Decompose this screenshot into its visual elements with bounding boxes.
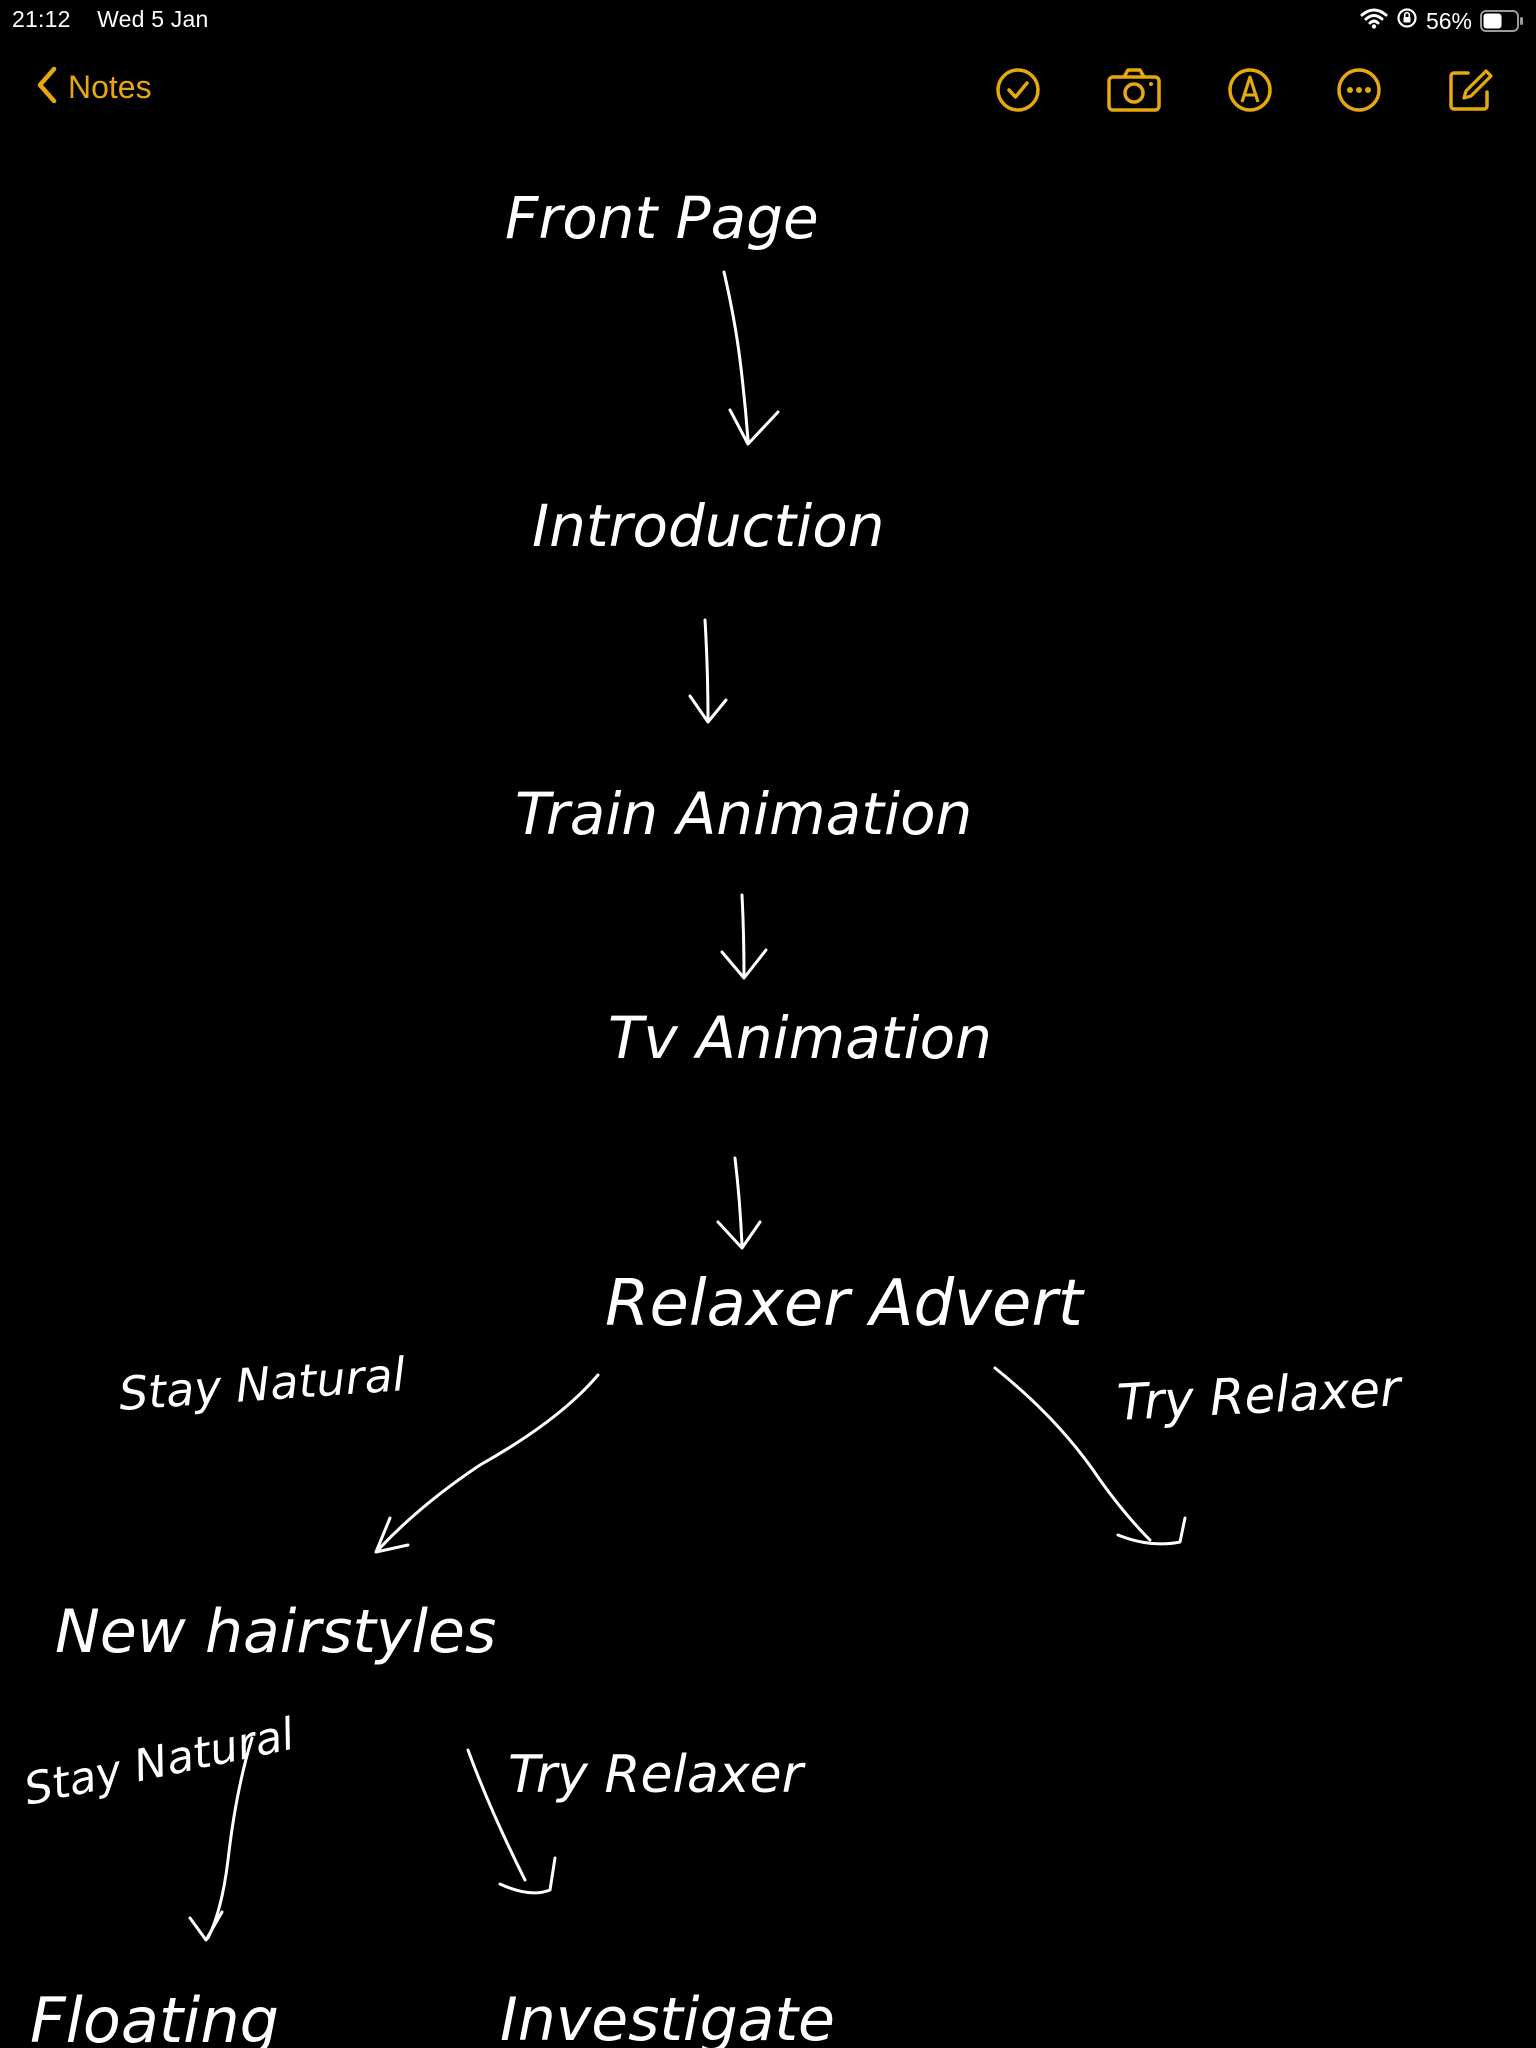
back-to-notes-button[interactable]: Notes	[36, 66, 152, 109]
status-date: Wed 5 Jan	[97, 6, 209, 32]
arrow-front-to-intro	[722, 270, 780, 446]
compose-button[interactable]	[1442, 64, 1498, 120]
status-time-date: 21:12 Wed 5 Jan	[12, 6, 229, 33]
node-relaxer-advert: Relaxer Advert	[605, 1267, 1086, 1341]
arrow-intro-to-train	[688, 618, 728, 724]
label-try-relaxer-lower: Try Relaxer	[508, 1745, 807, 1805]
node-train-animation: Train Animation	[515, 780, 972, 848]
arrow-tv-to-relaxer	[716, 1156, 762, 1250]
checklist-button[interactable]	[990, 64, 1046, 120]
arrow-relaxer-to-new-hairstyles	[374, 1373, 600, 1554]
markup-icon	[1226, 66, 1274, 119]
status-bar: 21:12 Wed 5 Jan 56%	[0, 0, 1536, 40]
status-time: 21:12	[12, 6, 71, 32]
arrow-train-to-tv	[720, 893, 768, 980]
more-button[interactable]	[1331, 64, 1387, 120]
chevron-left-icon	[36, 66, 58, 109]
more-icon	[1335, 66, 1383, 119]
orientation-lock-icon	[1396, 7, 1418, 35]
label-try-relaxer-right: Try Relaxer	[1116, 1359, 1406, 1432]
node-introduction: Introduction	[532, 492, 885, 560]
markup-button[interactable]	[1222, 64, 1278, 120]
arrow-new-hairstyles-to-investigate	[466, 1748, 557, 1895]
wifi-icon	[1360, 7, 1388, 35]
notes-toolbar: Notes	[0, 60, 1536, 124]
compose-icon	[1446, 66, 1494, 119]
checklist-icon	[994, 66, 1042, 119]
battery-icon	[1480, 10, 1524, 32]
node-new-hairstyles: New hairstyles	[55, 1597, 496, 1667]
arrow-relaxer-to-try-relaxer	[993, 1366, 1187, 1546]
status-indicators: 56%	[1360, 6, 1524, 36]
camera-icon	[1106, 66, 1162, 119]
label-stay-natural-lower: Stay Natural	[20, 1709, 300, 1816]
node-investigate: Investigate	[500, 1985, 835, 2048]
node-front-page: Front Page	[505, 184, 819, 252]
node-tv-animation: Tv Animation	[608, 1004, 992, 1072]
arrow-new-hairstyles-to-floating	[188, 1736, 254, 1942]
camera-button[interactable]	[1106, 64, 1162, 120]
back-label: Notes	[68, 69, 152, 105]
battery-percent: 56%	[1425, 7, 1472, 34]
node-floating: Floating	[30, 1984, 279, 2048]
label-stay-natural-left: Stay Natural	[117, 1347, 407, 1421]
